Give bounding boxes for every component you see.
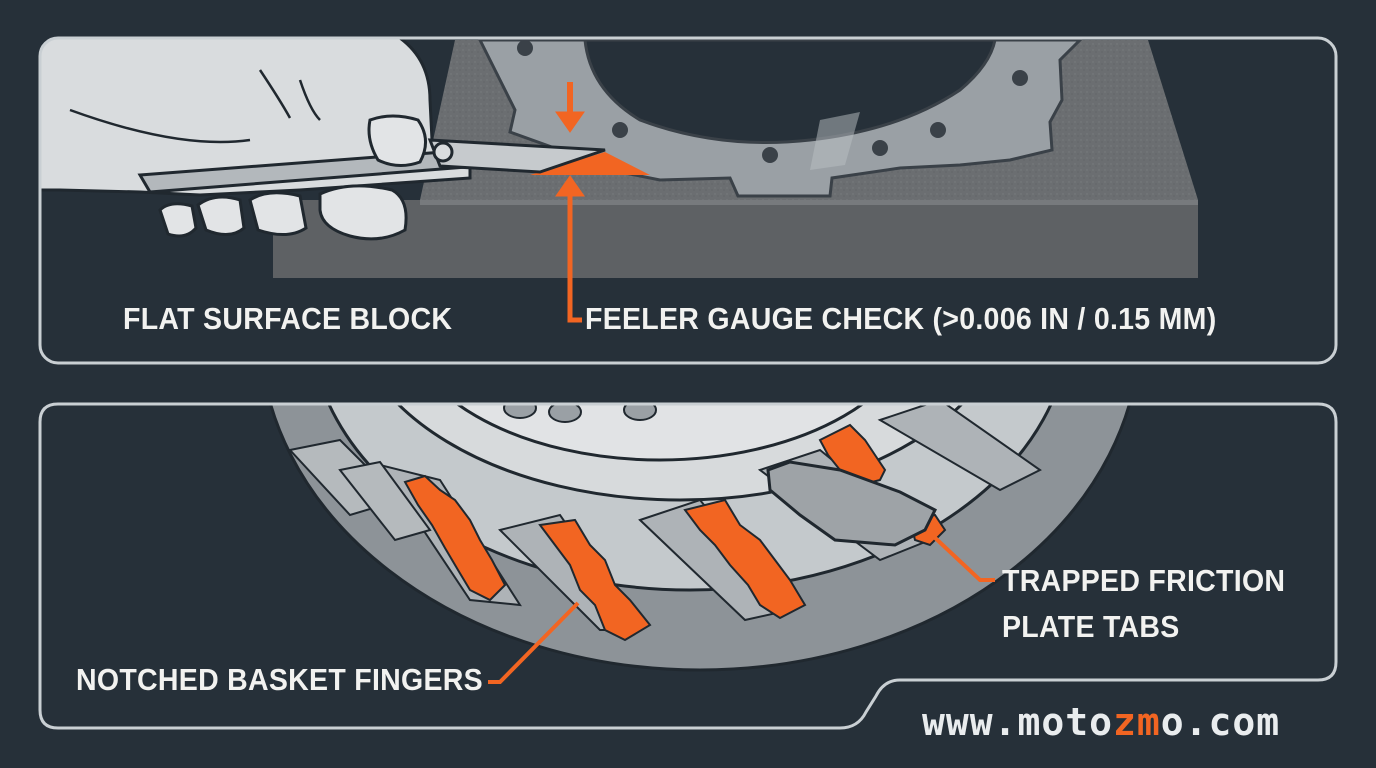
gauge-gap-highlight xyxy=(530,152,650,175)
bottom-panel xyxy=(40,404,1336,728)
label-trapped-friction-plate-tabs: TRAPPED FRICTION PLATE TABS xyxy=(1002,563,1286,644)
clutch-plate xyxy=(477,38,1084,198)
clutch-basket xyxy=(258,404,1142,672)
label-feeler-gauge-check: FEELER GAUGE CHECK (>0.006 IN / 0.15 MM) xyxy=(585,301,1217,336)
brand-accent: zm xyxy=(1113,700,1161,744)
top-panel-border xyxy=(38,36,1338,365)
brand-url[interactable]: www.motozmo.com xyxy=(922,700,1280,744)
friction-plate-tab xyxy=(766,460,938,547)
brand-suffix: o.com xyxy=(1160,700,1281,744)
leader-lines xyxy=(488,533,995,684)
label-flat-surface-block: FLAT SURFACE BLOCK xyxy=(123,301,453,336)
top-panel xyxy=(40,38,1336,363)
label-notched-basket-fingers: NOTCHED BASKET FINGERS xyxy=(76,662,483,697)
brand-prefix: www.moto xyxy=(922,700,1114,744)
gap-arrows xyxy=(555,82,585,323)
hand-with-gauge xyxy=(40,38,606,241)
bottom-panel-border xyxy=(38,402,1338,730)
